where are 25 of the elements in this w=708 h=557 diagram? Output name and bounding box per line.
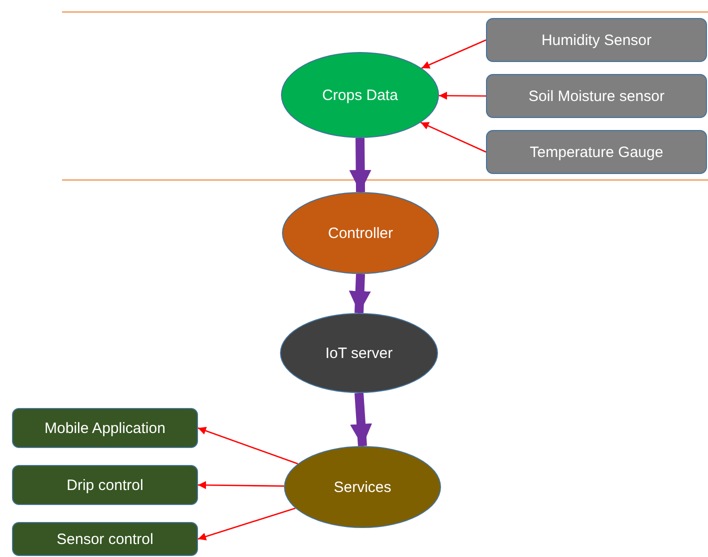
service-box [12, 522, 198, 556]
block-arrow [348, 274, 371, 314]
node-label: Services [332, 478, 392, 496]
service-box [12, 408, 198, 448]
arrow [438, 92, 486, 100]
arrow [198, 481, 284, 490]
arrow [421, 39, 486, 69]
node-label: Crops Data [321, 86, 399, 104]
node-label: Drip control [66, 476, 144, 494]
sensor-box [486, 130, 707, 174]
arrow [420, 122, 486, 153]
service-box [12, 465, 198, 505]
sensor-box [486, 74, 707, 118]
node-label: Temperature Gauge [528, 144, 664, 160]
node-label: Mobile Application [44, 420, 166, 436]
sensor-box [486, 18, 707, 62]
arrow [198, 508, 296, 540]
node-label: Soil Moisture sensor [528, 88, 666, 104]
node-label: Humidity Sensor [540, 32, 653, 48]
node-label: Sensor control [56, 530, 154, 548]
node-label: IoT server [324, 344, 394, 362]
arrow [198, 426, 298, 464]
block-arrow [349, 138, 372, 192]
node-label: Controller [326, 224, 394, 242]
block-arrow [350, 392, 372, 446]
